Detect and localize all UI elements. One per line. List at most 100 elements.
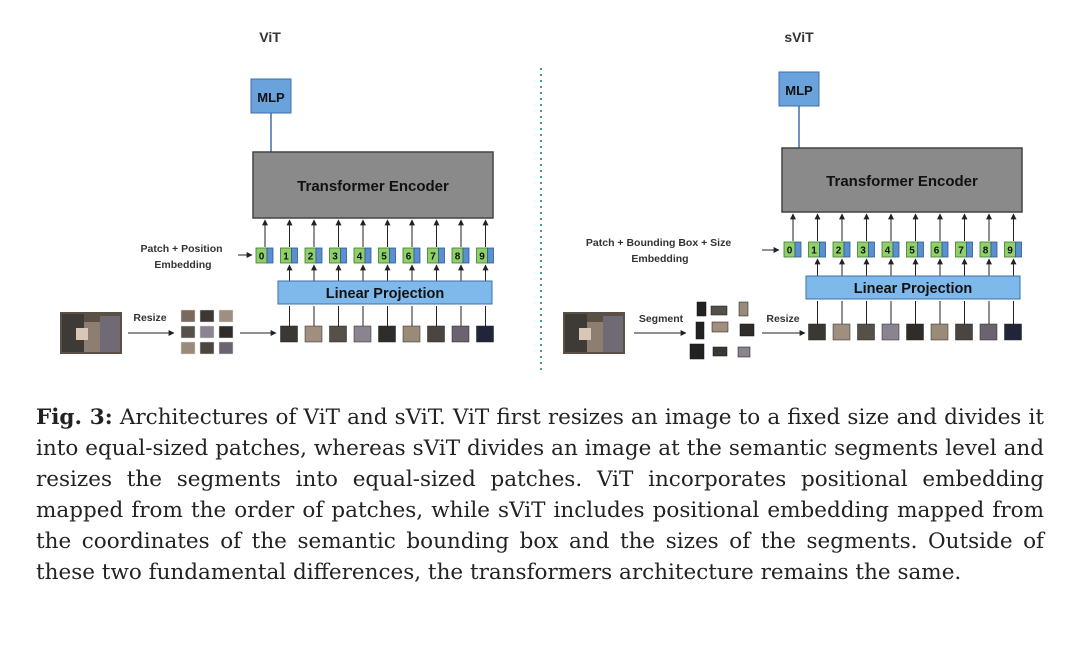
svit-patch-row [808, 323, 1022, 341]
grid-patch [218, 341, 234, 355]
patch-thumbnail [857, 323, 875, 341]
svit-title: sViT [784, 29, 814, 45]
vit-title: ViT [259, 29, 281, 45]
caption-text: Architectures of ViT and sViT. ViT first… [36, 405, 1045, 585]
token-index-label: 0 [259, 252, 265, 263]
vit-input-photo [60, 312, 122, 354]
patch-thumbnail [402, 325, 421, 343]
vit-embedding-label: Patch + Position Embedding [141, 243, 226, 271]
position-token: 1 [808, 241, 826, 258]
position-token: 1 [280, 247, 298, 264]
token-index-label: 7 [430, 252, 436, 263]
svit-segment-label: Segment [639, 313, 684, 325]
grid-patch [218, 325, 234, 339]
grid-patch [180, 325, 196, 339]
grid-patch [199, 341, 215, 355]
token-index-label: 6 [406, 252, 412, 263]
token-index-label: 5 [909, 246, 915, 257]
position-token: 9 [1004, 241, 1022, 258]
patch-thumbnail [979, 323, 998, 341]
svit-encoder-input-arrows [790, 213, 1017, 241]
token-index-label: 9 [1007, 246, 1013, 257]
vit-projection-label: Linear Projection [326, 286, 444, 302]
patch-thumbnail [955, 323, 973, 341]
token-index-label: 7 [958, 246, 964, 257]
patch-thumbnail [1004, 323, 1022, 341]
position-token: 3 [329, 247, 347, 264]
patch-thumbnail [906, 323, 924, 341]
svit-resize-label: Resize [766, 313, 799, 325]
svit-input-photo [563, 312, 625, 354]
segment-crop [710, 305, 728, 316]
position-token: 2 [832, 241, 851, 258]
segment-crop [738, 301, 749, 317]
segment-crop [689, 343, 705, 360]
vit-patch-grid [180, 309, 234, 355]
svit-segment-crops [689, 301, 755, 360]
svit-projection-arrows [814, 258, 1017, 276]
patch-thumbnail [832, 323, 851, 341]
svit-encoder-label: Transformer Encoder [826, 173, 978, 190]
position-token: 7 [427, 247, 445, 264]
segment-crop [739, 323, 755, 337]
patch-thumbnail [476, 325, 494, 343]
caption-label: Fig. 3: [36, 405, 113, 430]
token-index-label: 2 [836, 246, 842, 257]
vit-projection-arrows [286, 264, 489, 281]
token-index-label: 8 [983, 246, 989, 257]
vit-patch-arrows [289, 306, 486, 326]
grid-patch [180, 341, 196, 355]
svit-mlp-label: MLP [785, 83, 813, 98]
svit-embedding-label: Patch + Bounding Box + Size Embedding [586, 237, 734, 265]
patch-thumbnail [304, 325, 323, 343]
position-token: 7 [955, 241, 973, 258]
token-index-label: 8 [455, 252, 461, 263]
segment-crop [712, 346, 728, 357]
token-index-label: 6 [934, 246, 940, 257]
position-token: 8 [451, 247, 470, 264]
patch-thumbnail [808, 323, 826, 341]
svit-panel: sViT MLP Transformer Encoder Patch + Bou… [563, 29, 1023, 360]
figure-caption: Fig. 3: Architectures of ViT and sViT. V… [36, 402, 1044, 588]
position-token: 3 [857, 241, 875, 258]
position-token: 4 [353, 247, 372, 264]
architecture-figure: ViT MLP Transformer Encoder Patch + Posi… [60, 29, 1023, 370]
position-token: 2 [304, 247, 323, 264]
token-index-label: 1 [283, 252, 289, 263]
vit-resize-label: Resize [133, 312, 166, 324]
svit-patch-arrows [817, 301, 1014, 324]
patch-thumbnail [881, 323, 900, 341]
token-index-label: 9 [479, 252, 485, 263]
vit-projection-box: Linear Projection [277, 280, 493, 305]
segment-crop [696, 301, 707, 317]
patch-thumbnail [378, 325, 396, 343]
svit-encoder-box: Transformer Encoder [781, 147, 1023, 213]
segment-crop [737, 346, 751, 358]
position-token: 0 [255, 247, 274, 264]
patch-thumbnail [451, 325, 470, 343]
token-index-label: 1 [811, 246, 817, 257]
token-index-label: 2 [308, 252, 314, 263]
patch-thumbnail [353, 325, 372, 343]
vit-encoder-label: Transformer Encoder [297, 178, 449, 195]
vit-patch-row [280, 325, 494, 343]
patch-thumbnail [329, 325, 347, 343]
patch-thumbnail [930, 323, 949, 341]
grid-patch [218, 309, 234, 323]
position-token: 0 [783, 241, 802, 258]
vit-panel: ViT MLP Transformer Encoder Patch + Posi… [60, 29, 494, 355]
token-index-label: 5 [381, 252, 387, 263]
position-token: 4 [881, 241, 900, 258]
position-token: 5 [378, 247, 396, 264]
position-token: 6 [402, 247, 421, 264]
position-token: 5 [906, 241, 924, 258]
position-token: 9 [476, 247, 494, 264]
patch-thumbnail [427, 325, 445, 343]
token-index-label: 4 [885, 246, 891, 257]
grid-patch [199, 325, 215, 339]
patch-thumbnail [280, 325, 298, 343]
segment-crop [695, 321, 705, 340]
grid-patch [199, 309, 215, 323]
